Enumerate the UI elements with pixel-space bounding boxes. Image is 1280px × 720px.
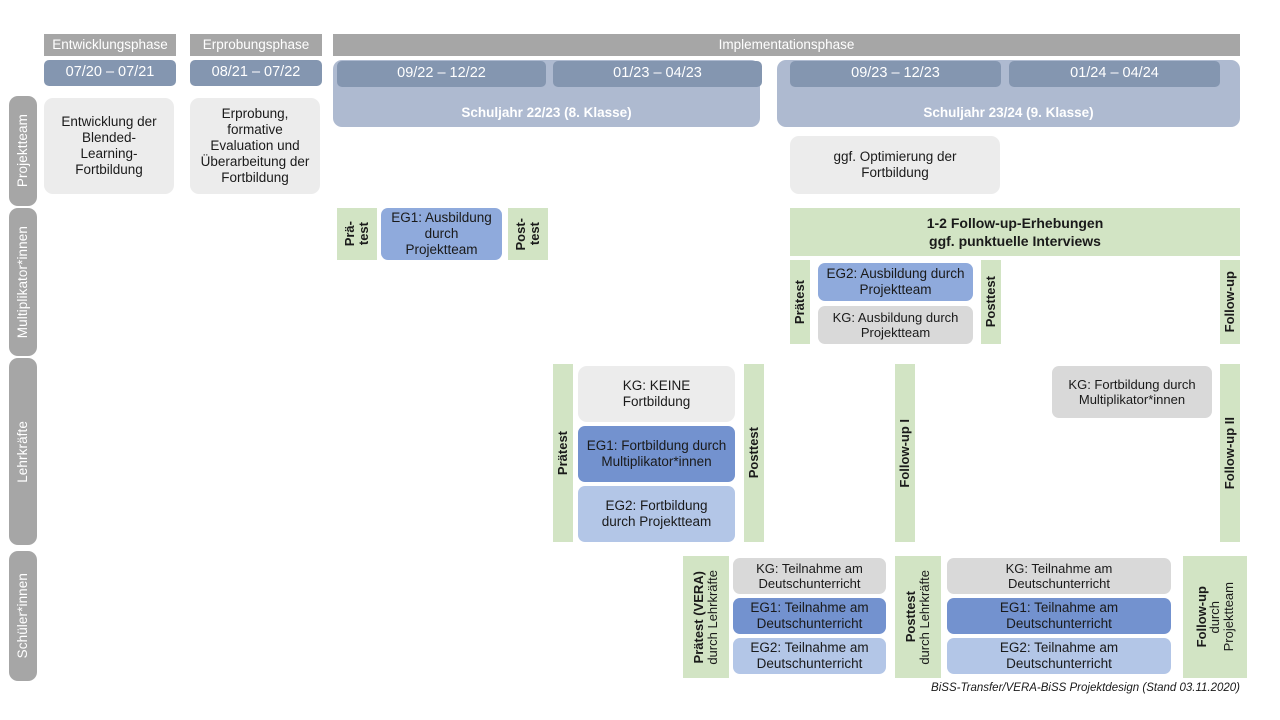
schueler-kg-box-left: KG: Teilnahme am Deutschunterricht <box>733 558 886 594</box>
multiplikatoren-followup-banner: 1-2 Follow-up-Erhebungen ggf. punktuelle… <box>790 208 1240 256</box>
lehrkraefte-posttest-strip: Posttest <box>744 364 764 542</box>
praetest-main-label: Prätest (VERA) <box>691 570 707 664</box>
date-chip-0922-1222: 09/22 – 12/22 <box>337 61 546 87</box>
posttest-line1: Post- <box>513 217 529 251</box>
date-chip-0124-0424: 01/24 – 04/24 <box>1009 61 1220 87</box>
box-text: KG: Ausbildung durch Projektteam <box>832 309 959 340</box>
date-chip-label: 09/23 – 12/23 <box>851 65 940 82</box>
posttest-main-label: Posttest <box>903 591 919 643</box>
box-text: EG2: Teilnahme am Deutschunterricht <box>999 640 1119 671</box>
row-label-text: Multiplikator*innen <box>15 225 31 339</box>
box-text: EG2: Ausbildung durch Projektteam <box>826 266 965 297</box>
praetest-sub-label: durch Lehrkräfte <box>705 569 720 665</box>
posttest-label: Posttest <box>983 276 999 328</box>
projektteam-optimierung-box: ggf. Optimierung der Fortbildung <box>790 136 1000 194</box>
box-text: KG: Teilnahme am Deutschunterricht <box>1005 560 1113 591</box>
multiplikatoren-followup-strip: Follow-up <box>1220 260 1240 344</box>
box-text: KG: Fortbildung durch Multiplikator*inne… <box>1068 376 1196 407</box>
phase-label: Erprobungsphase <box>202 37 310 53</box>
box-text: EG1: Ausbildung durch Projektteam <box>391 210 492 257</box>
followup-label: Follow-up <box>1222 271 1238 333</box>
row-label-text: Projektteam <box>15 114 31 188</box>
footer-text: BiSS-Transfer/VERA-BiSS Projektdesign (S… <box>931 682 1240 694</box>
praetest-label: Prätest <box>792 279 808 325</box>
posttest-sub-label: durch Lehrkräfte <box>917 569 932 665</box>
banner-text: 1-2 Follow-up-Erhebungen ggf. punktuelle… <box>927 214 1104 250</box>
box-text: Entwicklung der Blended-Learning-Fortbil… <box>61 114 157 177</box>
praetest-line1: Prä- <box>342 221 358 247</box>
schueler-eg2-box-left: EG2: Teilnahme am Deutschunterricht <box>733 638 886 674</box>
lehrkraefte-followup-2-strip: Follow-up II <box>1220 364 1240 542</box>
box-text: KG: Teilnahme am Deutschunterricht <box>756 560 863 591</box>
posttest-line2: test <box>527 222 542 246</box>
praetest-label: Prätest <box>555 430 571 476</box>
schueler-posttest-strip: Posttest durch Lehrkräfte <box>895 556 941 678</box>
banner-line1: 1-2 Follow-up-Erhebungen <box>926 214 1104 231</box>
box-text: EG2: Teilnahme am Deutschunterricht <box>750 640 869 671</box>
date-chip-label: 08/21 – 07/22 <box>211 64 301 81</box>
row-label-projektteam: Projektteam <box>9 96 37 206</box>
box-text: EG1: Teilnahme am Deutschunterricht <box>750 600 869 631</box>
phase-header-entwicklungsphase: Entwicklungsphase <box>44 34 176 56</box>
schueler-eg2-box-right: EG2: Teilnahme am Deutschunterricht <box>947 638 1171 674</box>
praetest-line2: test <box>356 222 371 246</box>
phase-label: Entwicklungsphase <box>52 37 168 53</box>
date-chip-label: 01/23 – 04/23 <box>613 65 702 82</box>
followup-sub-label-2: Projektteam <box>1220 582 1236 652</box>
box-text: EG1: Fortbildung durch Multiplikator*inn… <box>586 438 727 469</box>
schueler-followup-strip: Follow-up durch Projektteam <box>1183 556 1247 678</box>
multiplikatoren-kg-box: KG: Ausbildung durch Projektteam <box>818 306 973 344</box>
multiplikatoren-praetest-strip-left: Prä- test <box>337 208 377 260</box>
date-chip-0923-1223: 09/23 – 12/23 <box>790 61 1001 87</box>
school-year-label: Schuljahr 22/23 (8. Klasse) <box>461 105 632 120</box>
projektteam-entwicklung-box: Entwicklung der Blended-Learning-Fortbil… <box>44 98 174 194</box>
banner-line2: ggf. punktuelle Interviews <box>929 233 1101 249</box>
multiplikatoren-eg2-box: EG2: Ausbildung durch Projektteam <box>818 263 973 301</box>
schueler-eg1-box-left: EG1: Teilnahme am Deutschunterricht <box>733 598 886 634</box>
schueler-kg-box-right: KG: Teilnahme am Deutschunterricht <box>947 558 1171 594</box>
row-label-lehrkraefte: Lehrkräfte <box>9 358 37 545</box>
schueler-praetest-strip: Prätest (VERA) durch Lehrkräfte <box>683 556 729 678</box>
multiplikatoren-eg1-box: EG1: Ausbildung durch Projektteam <box>381 208 502 260</box>
followup-sub-label-1: durch <box>1207 600 1223 634</box>
multiplikatoren-praetest-strip-right: Prätest <box>790 260 810 344</box>
phase-header-implementationsphase: Implementationsphase <box>333 34 1240 56</box>
date-chip-label: 01/24 – 04/24 <box>1070 65 1159 82</box>
row-label-multiplikatorinnen: Multiplikator*innen <box>9 208 37 356</box>
footer-credit: BiSS-Transfer/VERA-BiSS Projektdesign (S… <box>640 682 1240 694</box>
lehrkraefte-praetest-strip: Prätest <box>553 364 573 542</box>
row-label-schuelerinnen: Schüler*innen <box>9 551 37 681</box>
row-label-text: Lehrkräfte <box>15 420 31 483</box>
date-chip-0821-0722: 08/21 – 07/22 <box>190 60 322 86</box>
date-chip-0720-0721: 07/20 – 07/21 <box>44 60 176 86</box>
lehrkraefte-eg2-box: EG2: Fortbildung durch Projektteam <box>578 486 735 542</box>
date-chip-label: 07/20 – 07/21 <box>65 64 155 81</box>
multiplikatoren-posttest-strip-right: Posttest <box>981 260 1001 344</box>
posttest-label: Posttest <box>746 427 762 479</box>
box-text: EG1: Teilnahme am Deutschunterricht <box>999 600 1119 631</box>
lehrkraefte-kg-keine-box: KG: KEINE Fortbildung <box>578 366 735 422</box>
schueler-eg1-box-right: EG1: Teilnahme am Deutschunterricht <box>947 598 1171 634</box>
multiplikatoren-posttest-strip-left: Post- test <box>508 208 548 260</box>
date-chip-0123-0423: 01/23 – 04/23 <box>553 61 762 87</box>
phase-label: Implementationsphase <box>718 37 855 53</box>
phase-header-erprobungsphase: Erprobungsphase <box>190 34 322 56</box>
lehrkraefte-kg-fortbildung-box: KG: Fortbildung durch Multiplikator*inne… <box>1052 366 1212 418</box>
box-text: KG: KEINE Fortbildung <box>622 378 691 409</box>
date-chip-label: 09/22 – 12/22 <box>397 65 486 82</box>
followup-label: Follow-up II <box>1222 416 1238 490</box>
row-label-text: Schüler*innen <box>15 573 31 659</box>
lehrkraefte-eg1-box: EG1: Fortbildung durch Multiplikator*inn… <box>578 426 735 482</box>
box-text: Erprobung, formative Evaluation und Über… <box>200 106 310 185</box>
lehrkraefte-followup-1-strip: Follow-up I <box>895 364 915 542</box>
followup-label: Follow-up I <box>897 418 913 488</box>
box-text: EG2: Fortbildung durch Projektteam <box>601 498 712 529</box>
school-year-label: Schuljahr 23/24 (9. Klasse) <box>923 105 1094 120</box>
projektteam-erprobung-box: Erprobung, formative Evaluation und Über… <box>190 98 320 194</box>
box-text: ggf. Optimierung der Fortbildung <box>833 149 957 180</box>
